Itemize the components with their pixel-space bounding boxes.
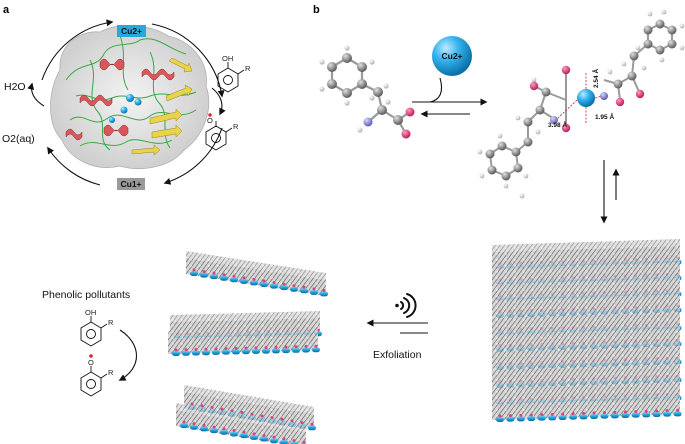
phenol-r-b: R xyxy=(108,318,114,327)
phe-carbons xyxy=(327,53,403,125)
oxygen-label: O2(aq) xyxy=(2,133,35,145)
exfoliated-layer-5 xyxy=(176,403,308,444)
phe-nitrogen xyxy=(363,117,373,127)
cu2-badge-text: Cu2+ xyxy=(121,26,142,36)
phenol-r-a: R xyxy=(245,64,251,73)
pollutants-label: Phenolic pollutants xyxy=(42,289,130,301)
radical-r-a: R xyxy=(233,122,239,131)
complex-oxygens xyxy=(529,65,645,133)
ultrasound-waves-icon xyxy=(395,293,417,318)
panel-a-letter: a xyxy=(3,4,10,16)
radical-dot-b xyxy=(89,354,93,358)
exfoliation-label: Exfoliation xyxy=(373,349,422,361)
cu1-badge-text: Cu1+ xyxy=(120,179,141,189)
bond-length-b: 3.98 Å xyxy=(548,120,567,129)
assembly-arrows xyxy=(600,160,620,224)
phenylalanine-molecule xyxy=(319,45,415,139)
stack-layer-10 xyxy=(492,391,682,422)
bond-length-a: 2.54 Å xyxy=(591,69,600,88)
phe-oxygen-1 xyxy=(405,107,415,117)
cu1-badge: Cu1+ xyxy=(117,178,145,190)
phenol-molecule-b xyxy=(80,316,108,347)
laccase-protein xyxy=(50,25,210,169)
phenol-oh-b: OH xyxy=(85,308,96,317)
cycle-arrow-top xyxy=(151,23,225,98)
ordered-nanosheet-stack xyxy=(492,239,682,422)
exfoliated-layer-1 xyxy=(186,251,328,297)
phenol-arrow xyxy=(211,87,226,116)
copper-ions xyxy=(109,94,142,123)
complex-copper xyxy=(577,89,595,107)
ribbon-helices xyxy=(65,58,175,141)
radical-molecule-a xyxy=(205,121,233,151)
water-label: H2O xyxy=(4,81,26,93)
complex-nitrogens xyxy=(550,92,608,124)
copper-phenylalanine-complex: 2.54 Å 3.98 Å 1.95 Å xyxy=(477,9,685,199)
catalytic-cycle xyxy=(27,19,226,186)
cu-sphere: Cu2+ xyxy=(432,36,472,76)
phe-hydrogens xyxy=(319,45,391,133)
bond-length-c: 1.95 Å xyxy=(595,112,614,121)
coordination-arrows xyxy=(412,77,488,118)
exfoliation-arrows xyxy=(366,319,428,334)
cycle-arrow-right xyxy=(163,127,223,185)
phenol-oh-a: OH xyxy=(222,54,233,63)
phe-oxygen-2 xyxy=(401,129,411,139)
water-arrow xyxy=(27,82,45,107)
cu-sphere-label: Cu2+ xyxy=(441,51,462,61)
pollutant-oxidation-arrow xyxy=(118,329,137,381)
exfoliated-nanosheets xyxy=(168,251,328,444)
cycle-arrow-left xyxy=(41,19,114,81)
radical-dot-a xyxy=(208,113,212,117)
radical-r-b: R xyxy=(108,368,114,377)
cycle-arrow-bottom xyxy=(47,146,101,186)
radical-molecule-b xyxy=(80,366,108,397)
ribbon-sheets xyxy=(131,57,193,156)
radical-o-a: O xyxy=(207,116,213,125)
panel-b-letter: b xyxy=(313,4,320,16)
complex-carbons xyxy=(485,19,677,181)
complex-hydrogens xyxy=(477,9,685,199)
coordination-bonds xyxy=(557,72,603,124)
exfoliated-layer-3 xyxy=(168,327,320,356)
radical-o-b: O xyxy=(88,358,94,367)
cu2-badge: Cu2+ xyxy=(117,25,146,37)
phenol-molecule-a xyxy=(217,62,245,93)
